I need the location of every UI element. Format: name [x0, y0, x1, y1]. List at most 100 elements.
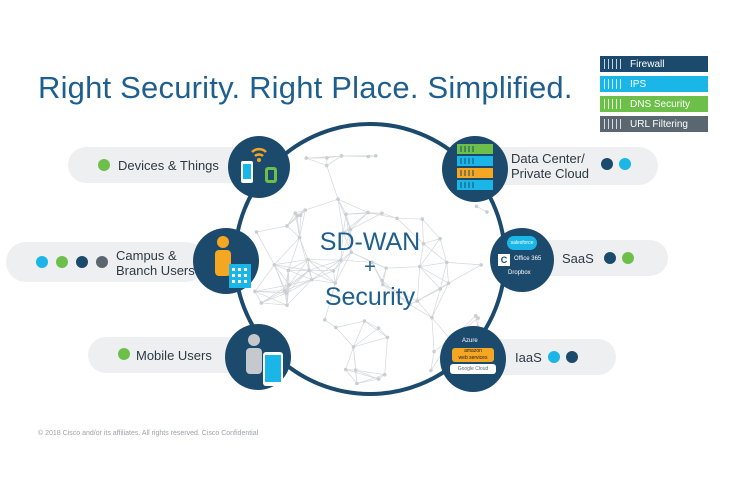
mesh-link: [311, 259, 342, 280]
mesh-node: [323, 317, 327, 322]
mesh-node: [446, 281, 451, 286]
bars-icon: [600, 56, 626, 72]
mesh-link: [286, 270, 289, 294]
mesh-node: [417, 264, 422, 269]
mesh-link: [288, 270, 310, 286]
cisco-c-logo: C: [498, 254, 510, 266]
mesh-node: [339, 258, 343, 262]
center-line-security: Security: [324, 283, 416, 311]
dot-dns-security: [98, 159, 110, 171]
mesh-link: [305, 198, 339, 211]
mesh-link: [289, 279, 312, 286]
mesh-link: [409, 304, 433, 319]
mesh-link: [307, 259, 336, 284]
mesh-link: [294, 213, 300, 238]
legend-label: Firewall: [630, 58, 665, 70]
mesh-link: [261, 292, 287, 304]
mesh-link: [439, 262, 448, 290]
dot-url-filtering: [96, 256, 108, 268]
mesh-node: [380, 278, 384, 283]
dot-firewall: [601, 158, 613, 170]
mesh-link: [334, 252, 352, 284]
mesh-link: [353, 337, 388, 348]
mesh-link: [334, 260, 342, 284]
mesh-link: [256, 225, 288, 233]
mesh-link: [311, 279, 336, 284]
mesh-link: [337, 199, 344, 233]
mesh-node: [351, 345, 356, 349]
legend: Firewall IPS DNS Security URL Filtering: [600, 56, 708, 136]
mobile-users-icon: [225, 324, 291, 390]
label-iaas: IaaS: [515, 350, 542, 365]
mesh-node: [355, 381, 359, 386]
mesh-node: [331, 268, 336, 273]
mesh-link: [355, 369, 385, 376]
mesh-link: [356, 374, 385, 384]
mesh-link: [274, 264, 289, 271]
mesh-link: [284, 279, 312, 292]
mesh-link: [346, 212, 382, 215]
mesh-node: [344, 212, 348, 216]
label-mobile-users: Mobile Users: [136, 348, 212, 363]
mesh-link: [381, 280, 410, 305]
mesh-link: [416, 266, 421, 301]
mesh-link: [261, 302, 288, 306]
mesh-link: [423, 243, 447, 263]
mesh-node: [287, 283, 291, 287]
bars-icon: [600, 96, 626, 112]
dot-dns-security: [622, 252, 634, 264]
mesh-node: [366, 210, 370, 215]
mesh-link: [286, 279, 312, 294]
mesh-node: [284, 291, 289, 295]
mesh-link: [254, 264, 275, 292]
mesh-node: [348, 227, 353, 232]
mesh-link: [345, 346, 354, 370]
dot-ips: [619, 158, 631, 170]
mesh-link: [409, 288, 441, 305]
mesh-link: [274, 264, 290, 286]
mesh-link: [353, 327, 379, 348]
mesh-link: [419, 266, 449, 284]
mesh-node: [474, 204, 479, 209]
mesh-node: [373, 153, 378, 158]
mesh-link: [274, 264, 309, 271]
mesh-link: [335, 320, 365, 328]
mesh-link: [382, 284, 418, 302]
mesh-node: [303, 208, 308, 212]
dropbox-logo-text: Dropbox: [508, 270, 531, 276]
legend-item-firewall: Firewall: [600, 56, 708, 72]
mesh-link: [431, 283, 449, 318]
mesh-link: [286, 270, 310, 294]
azure-logo-text: Azure: [462, 338, 478, 344]
mesh-link: [422, 218, 441, 239]
mesh-link: [353, 346, 358, 384]
mesh-node: [395, 216, 399, 221]
mesh-node: [385, 335, 390, 340]
mesh-link: [324, 319, 337, 328]
mesh-node: [421, 241, 426, 246]
mesh-node: [485, 210, 489, 214]
mesh-node: [382, 372, 387, 377]
mesh-node: [438, 287, 443, 291]
mesh-node: [376, 377, 381, 381]
mesh-link: [353, 320, 365, 348]
data-center-server-icon: [442, 136, 508, 202]
dot-firewall: [76, 256, 88, 268]
mesh-link: [430, 351, 435, 371]
mesh-node: [444, 260, 449, 265]
mesh-link: [308, 259, 341, 271]
mesh-node: [349, 250, 354, 255]
mesh-link: [308, 270, 336, 284]
bars-icon: [600, 116, 626, 132]
legend-label: URL Filtering: [630, 118, 688, 130]
mesh-link: [371, 261, 387, 269]
center-line-plus: +: [364, 256, 376, 278]
mesh-node: [333, 281, 338, 285]
mesh-link: [350, 229, 352, 253]
mesh-node: [325, 156, 329, 160]
mesh-node: [254, 230, 259, 234]
salesforce-logo-text: salesforce: [510, 240, 534, 246]
mesh-node: [430, 315, 434, 320]
legend-label: DNS Security: [630, 98, 691, 110]
dot-ips: [548, 351, 560, 363]
